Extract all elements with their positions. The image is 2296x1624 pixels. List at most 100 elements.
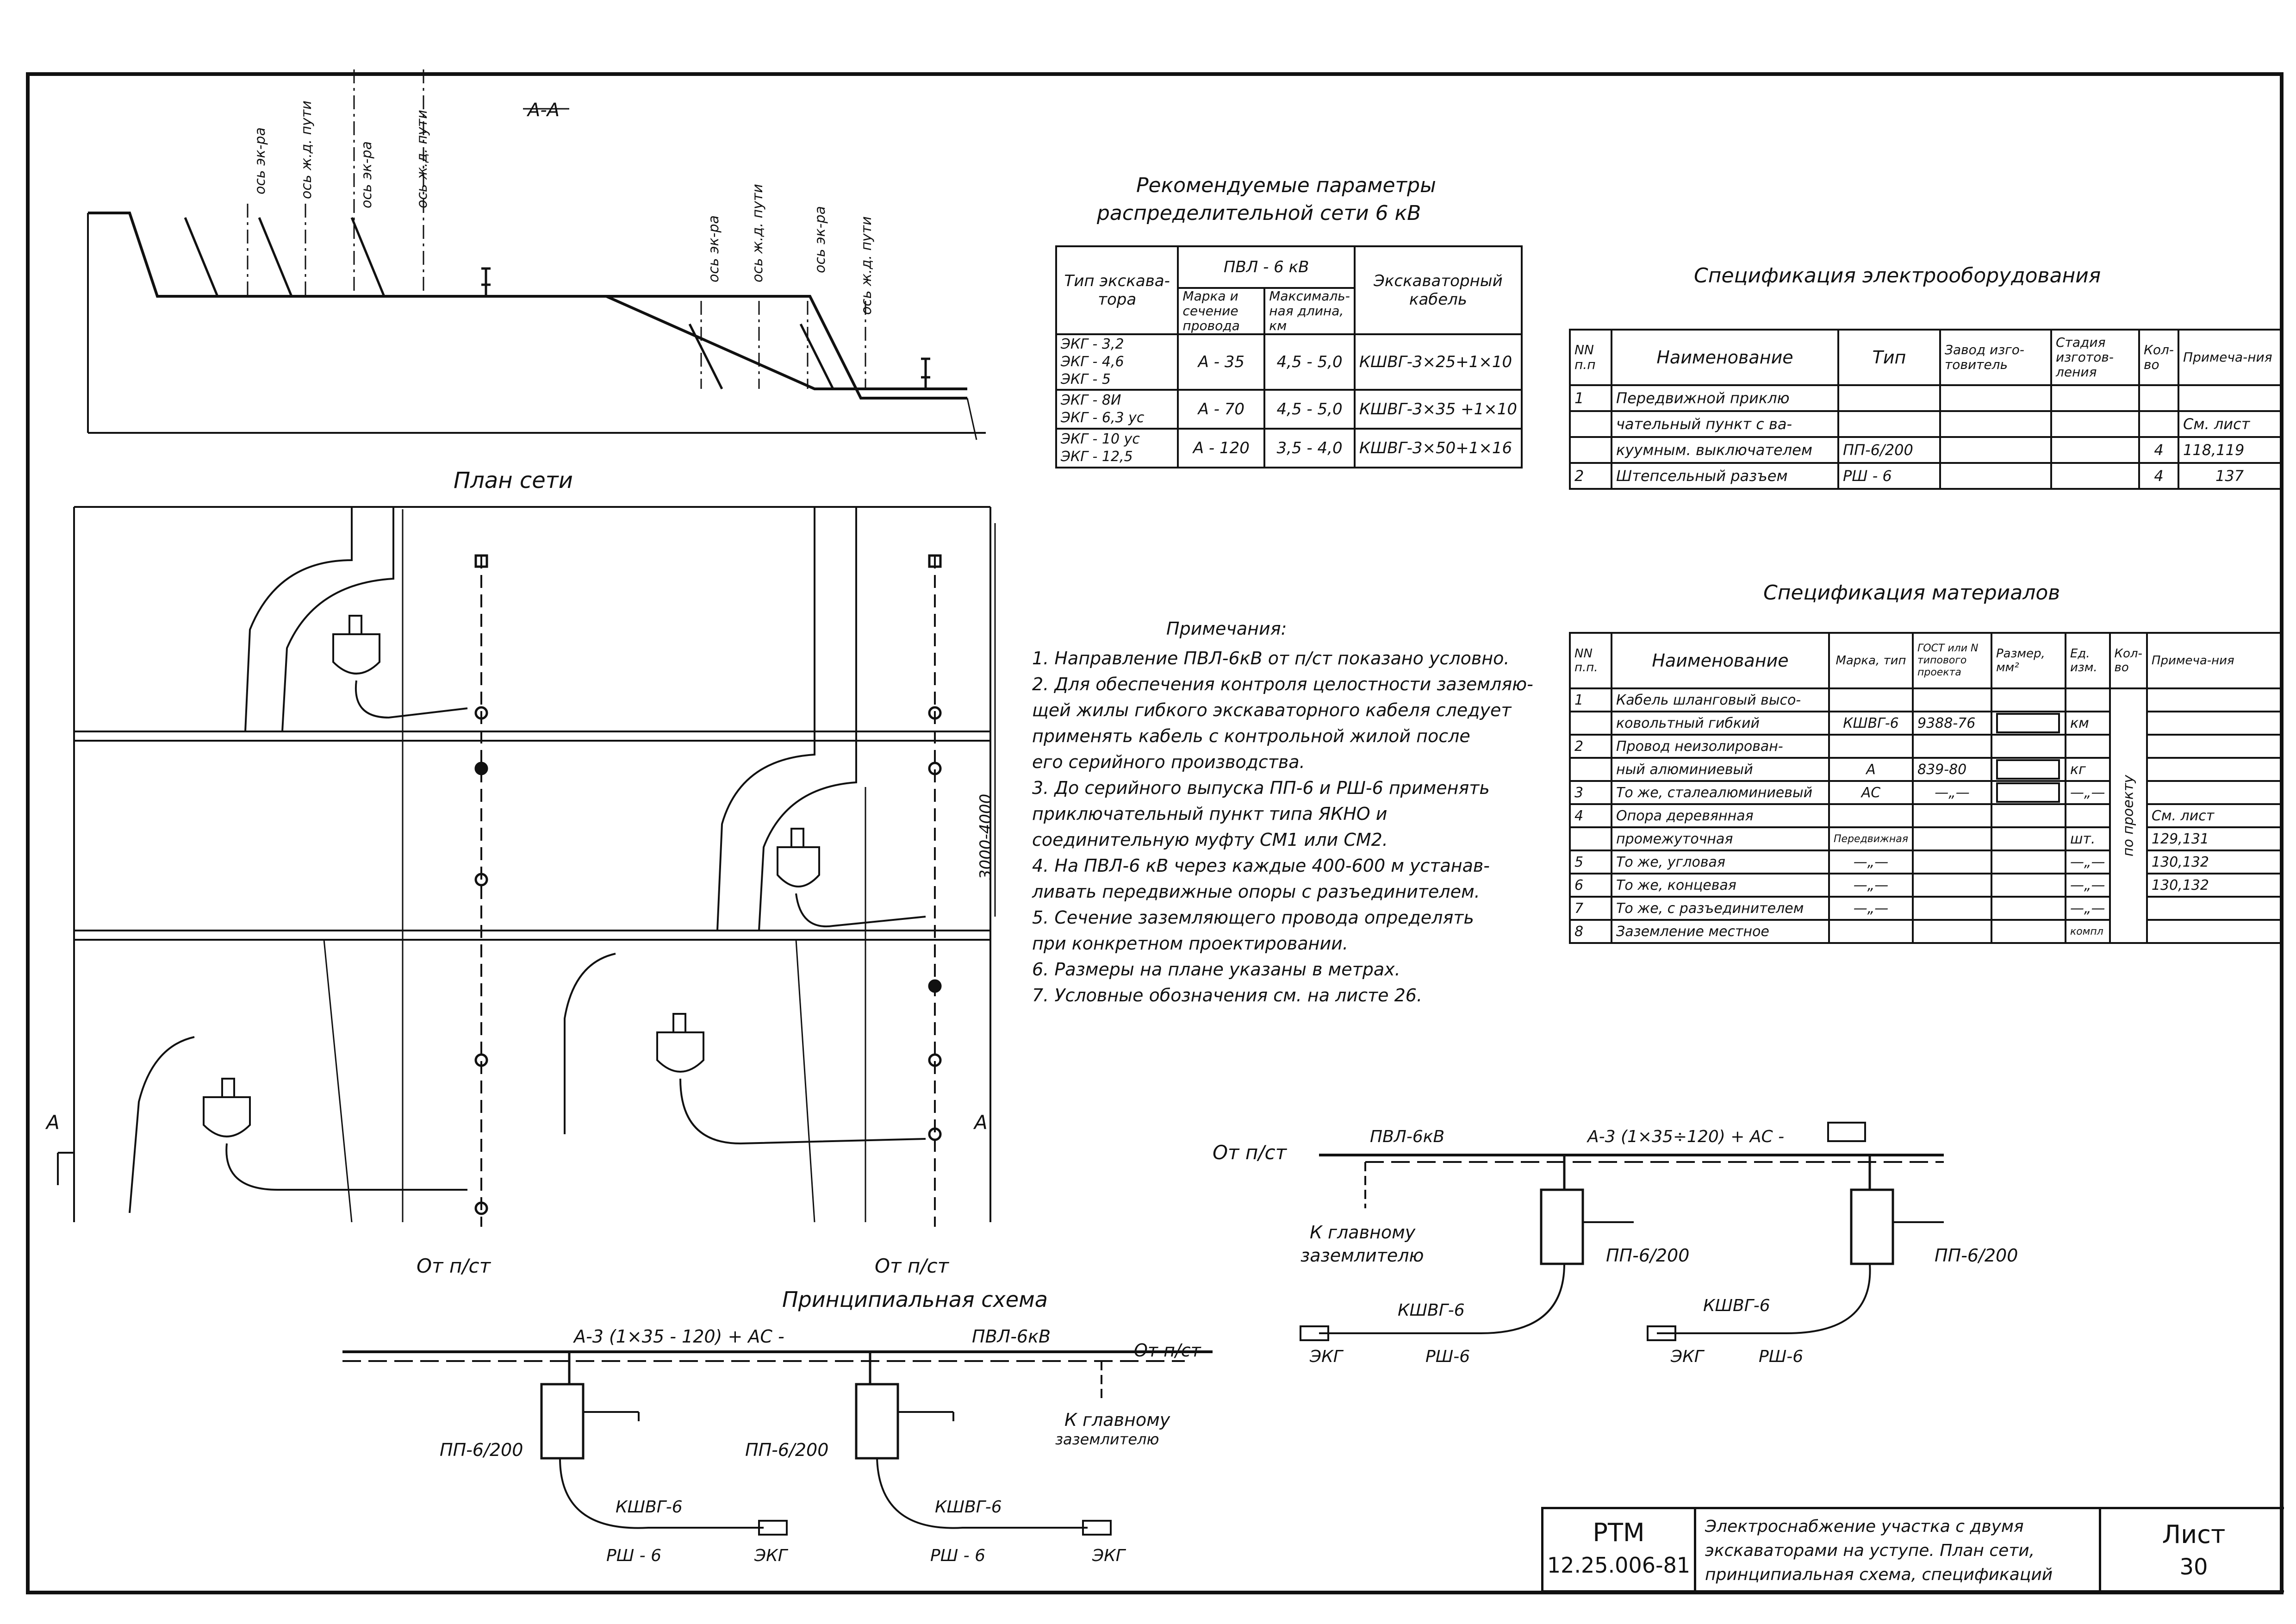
equip-cell: ПП-6/200 bbox=[1837, 436, 1941, 464]
mat-cell: 129,131 bbox=[2146, 826, 2282, 851]
params-title-2: распределительной сети 6 кВ bbox=[1097, 201, 1421, 225]
mat-cell bbox=[1569, 711, 1612, 736]
mat-cell bbox=[2146, 687, 2282, 712]
mat-cell: 130,132 bbox=[2146, 873, 2282, 898]
mat-h-size: Размер, мм² bbox=[1990, 632, 2066, 689]
mat-cell: —„— bbox=[1828, 873, 1914, 898]
note-line-2: 2. Для обеспечения контроля целостности … bbox=[1032, 674, 1533, 694]
schema-bottom-pvl-label: ПВЛ-6кВ bbox=[972, 1326, 1051, 1347]
mat-spec-table: NN п.п. Наименование Марка, тип ГОСТ или… bbox=[1569, 632, 2282, 944]
params-table: Тип экскава-тора ПВЛ - 6 кВ Экскаваторны… bbox=[1055, 245, 1523, 468]
mat-cell: промежуточная bbox=[1611, 826, 1830, 851]
mat-cell: —„— bbox=[1911, 780, 1992, 805]
note-line-11: 5. Сечение заземляющего провода определя… bbox=[1032, 907, 1474, 928]
mat-size-box bbox=[1990, 711, 2066, 736]
mat-cell bbox=[2146, 919, 2282, 944]
params-r3-cable: КШВГ-3×50+1×16 bbox=[1353, 428, 1523, 468]
mat-cell: См. лист bbox=[2146, 803, 2282, 828]
mat-cell: 1 bbox=[1569, 687, 1612, 712]
section-axis-2: ось ж.д. пути bbox=[299, 100, 315, 199]
equip-row-2: чательный пункт с ва-См. лист bbox=[1569, 410, 2282, 438]
title-block-code: РТМ 12.25.006-81 bbox=[1543, 1509, 1696, 1590]
mat-qty-merged-text: по проекту bbox=[2120, 775, 2137, 857]
note-line-6: 3. До серийного выпуска ПП-6 и РШ-6 прим… bbox=[1032, 778, 1490, 798]
mat-cell bbox=[2146, 896, 2282, 921]
mat-cell: 130,132 bbox=[2146, 849, 2282, 874]
mat-cell: шт. bbox=[2064, 826, 2111, 851]
mat-cell: ный алюминиевый bbox=[1611, 757, 1830, 782]
plan-title: План сети bbox=[454, 468, 573, 493]
equip-cell: 4 bbox=[2138, 436, 2180, 464]
note-line-4: применять кабель с контрольной жилой пос… bbox=[1032, 726, 1470, 746]
mat-cell bbox=[1828, 803, 1914, 828]
mat-cell: ковольтный гибкий bbox=[1611, 711, 1830, 736]
mat-cell: —„— bbox=[1828, 849, 1914, 874]
notes-block: Примечания: 1. Направление ПВЛ-6кВ от п/… bbox=[1032, 616, 1564, 1008]
params-r2-brand: А - 70 bbox=[1177, 389, 1266, 430]
mat-cell: км bbox=[2064, 711, 2111, 736]
equip-cell bbox=[1837, 410, 1941, 438]
equip-h-name: Наименование bbox=[1611, 329, 1839, 386]
plan-dimension: 3000-4000 bbox=[977, 793, 995, 880]
mat-cell: То же, угловая bbox=[1611, 849, 1830, 874]
title-block-code-1: РТМ bbox=[1593, 1518, 1645, 1547]
section-axis-6: ось ж.д. пути bbox=[750, 184, 766, 282]
mat-cell: То же, с разъединителем bbox=[1611, 896, 1830, 921]
mat-cell: —„— bbox=[1828, 896, 1914, 921]
equip-cell: 4 bbox=[2138, 462, 2180, 490]
mat-cell bbox=[1569, 757, 1612, 782]
mat-cell: Провод неизолирован- bbox=[1611, 734, 1830, 759]
mat-cell bbox=[1990, 803, 2066, 828]
params-r3-brand: А - 120 bbox=[1177, 428, 1266, 468]
equip-h-note: Примеча-ния bbox=[2178, 329, 2282, 386]
mat-cell bbox=[1990, 849, 2066, 874]
note-line-13: 6. Размеры на плане указаны в метрах. bbox=[1032, 959, 1400, 980]
equip-cell bbox=[2050, 436, 2140, 464]
equip-cell: 2 bbox=[1569, 462, 1612, 490]
equip-h-type: Тип bbox=[1837, 329, 1941, 386]
mat-cell: кг bbox=[2064, 757, 2111, 782]
mat-cell: 6 bbox=[1569, 873, 1612, 898]
note-line-9: 4. На ПВЛ-6 кВ через каждые 400-600 м ус… bbox=[1032, 856, 1490, 876]
mat-cell bbox=[1990, 873, 2066, 898]
title-block-desc: Электроснабжение участка с двумя экскава… bbox=[1699, 1509, 2101, 1590]
equip-cell bbox=[2178, 384, 2282, 412]
equip-cell bbox=[1939, 462, 2052, 490]
params-r1-cable: КШВГ-3×25+1×10 bbox=[1353, 333, 1523, 391]
note-line-12: при конкретном проектировании. bbox=[1032, 933, 1348, 954]
title-block-sheet-no: 30 bbox=[2179, 1554, 2208, 1580]
note-line-5: его серийного производства. bbox=[1032, 752, 1305, 772]
params-r1-type-3: ЭКГ - 5 bbox=[1061, 371, 1111, 387]
schema-bottom-ekg-1: ЭКГ bbox=[754, 1546, 787, 1565]
mat-cell bbox=[2146, 711, 2282, 736]
mat-cell: Опора деревянная bbox=[1611, 803, 1830, 828]
mat-cell bbox=[1990, 896, 2066, 921]
params-r1-type-2: ЭКГ - 4,6 bbox=[1061, 354, 1124, 370]
mat-h-brand: Марка, тип bbox=[1828, 632, 1914, 689]
equip-h-stage: Стадия изготов-ления bbox=[2050, 329, 2140, 386]
mat-cell: компл bbox=[2064, 919, 2111, 944]
mat-cell: Заземление местное bbox=[1611, 919, 1830, 944]
plan-section-mark-right: А bbox=[974, 1111, 988, 1134]
equip-cell bbox=[1939, 436, 2052, 464]
title-block-sheet-label: Лист bbox=[2162, 1520, 2226, 1549]
mat-cell bbox=[1911, 687, 1992, 712]
mat-cell bbox=[1990, 919, 2066, 944]
section-a-a bbox=[87, 69, 986, 440]
notes-title: Примечания: bbox=[1166, 618, 1287, 639]
mat-cell: То же, сталеалюминиевый bbox=[1611, 780, 1830, 805]
params-r1-brand: А - 35 bbox=[1177, 333, 1266, 391]
note-line-8: соединительную муфту СМ1 или СМ2. bbox=[1032, 830, 1388, 850]
equip-cell bbox=[2050, 410, 2140, 438]
schema-right-line-label: А-3 (1×35÷120) + АС - bbox=[1587, 1127, 1785, 1146]
section-axis-1: ось эк-ра bbox=[252, 127, 268, 194]
mat-cell: 2 bbox=[1569, 734, 1612, 759]
schema-bottom-cable-1: КШВГ-6 bbox=[616, 1498, 683, 1517]
equip-spec-table: NN п.п Наименование Тип Завод изго-товит… bbox=[1569, 329, 2282, 490]
params-title-1: Рекомендуемые параметры bbox=[1136, 174, 1436, 197]
